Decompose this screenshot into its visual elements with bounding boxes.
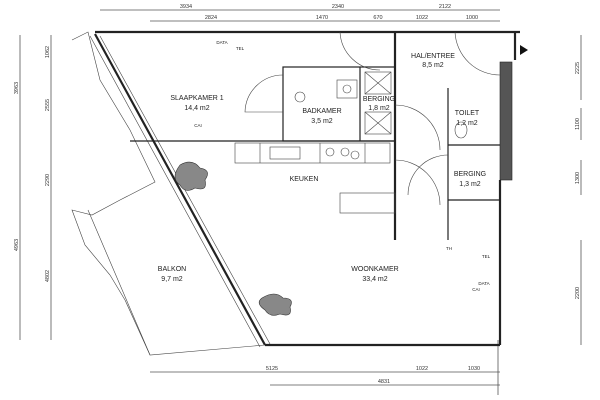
dim-top-2: 2340: [332, 4, 344, 10]
room-keuken-name: KEUKEN: [290, 176, 319, 183]
outlet-th: TH: [446, 246, 452, 251]
dim-left-inner-1: 1062: [45, 46, 51, 58]
dim-right-1: 2225: [575, 62, 581, 74]
dim-top2-1: 2824: [205, 15, 217, 21]
outlet-data: DATA: [478, 281, 489, 286]
room-hal-name: HAL/ENTREE: [411, 53, 455, 60]
dim-right-4: 2200: [575, 287, 581, 299]
dim-left-inner-2: 2555: [45, 99, 51, 111]
dim-left-inner-4: 4802: [45, 270, 51, 282]
rug-icon: [258, 293, 292, 316]
room-badkamer-area: 3,5 m2: [311, 118, 333, 125]
room-balkon-name: BALKON: [158, 266, 186, 273]
dim-left-inner-3: 2290: [45, 174, 51, 186]
room-toilet-area: 1,2 m2: [456, 120, 478, 127]
rug-icon: [174, 161, 208, 191]
dim-right-3: 1300: [575, 172, 581, 184]
dim-bottom-3: 1030: [468, 366, 480, 372]
room-toilet-name: TOILET: [455, 110, 480, 117]
room-berging2-name: BERGING: [454, 171, 486, 178]
dim-top2-5: 1000: [466, 15, 478, 21]
room-labels: SLAAPKAMER 1 14,4 m2 BADKAMER 3,5 m2 BER…: [158, 53, 486, 283]
dim-top2-3: 670: [373, 15, 382, 21]
room-berging2-area: 1,3 m2: [459, 181, 481, 188]
room-berging1-name: BERGING: [363, 96, 395, 103]
room-balkon-area: 9,7 m2: [161, 276, 183, 283]
dim-top-3: 2122: [439, 4, 451, 10]
dim-right-2: 1100: [575, 118, 581, 130]
outlet-data: DATA: [216, 40, 227, 45]
room-woonkamer-area: 33,4 m2: [362, 276, 387, 283]
dim-bottom-2: 1022: [416, 366, 428, 372]
room-slaapkamer-area: 14,4 m2: [184, 105, 209, 112]
door-swings: [244, 31, 528, 206]
outlet-cai: CAI: [194, 123, 202, 128]
dim-top2-4: 1022: [416, 15, 428, 21]
outlet-labels: DATA TEL CAI TH TEL DATA CAI: [194, 40, 490, 292]
dim-bottom2-1: 4831: [378, 379, 390, 385]
entrance-arrow-icon: [520, 45, 528, 55]
outlet-cai: CAI: [472, 287, 480, 292]
room-hal-area: 8,5 m2: [422, 62, 444, 69]
fixtures: [269, 71, 468, 160]
room-woonkamer-name: WOONKAMER: [351, 266, 398, 273]
dim-top2-2: 1470: [316, 15, 328, 21]
dimension-lines: 3934 2340 2122 2824 1470 670 1022 1000 5…: [14, 4, 582, 395]
dim-left-1: 3963: [14, 82, 20, 94]
outlet-tel: TEL: [482, 254, 491, 259]
room-badkamer-name: BADKAMER: [302, 108, 341, 115]
dim-bottom-1: 5125: [266, 366, 278, 372]
room-slaapkamer-name: SLAAPKAMER 1: [170, 95, 223, 102]
room-berging1-area: 1,8 m2: [368, 105, 390, 112]
outlet-tel: TEL: [236, 46, 245, 51]
walls: [71, 30, 520, 356]
dim-left-2: 4963: [14, 239, 20, 251]
dim-top-1: 3934: [180, 4, 192, 10]
